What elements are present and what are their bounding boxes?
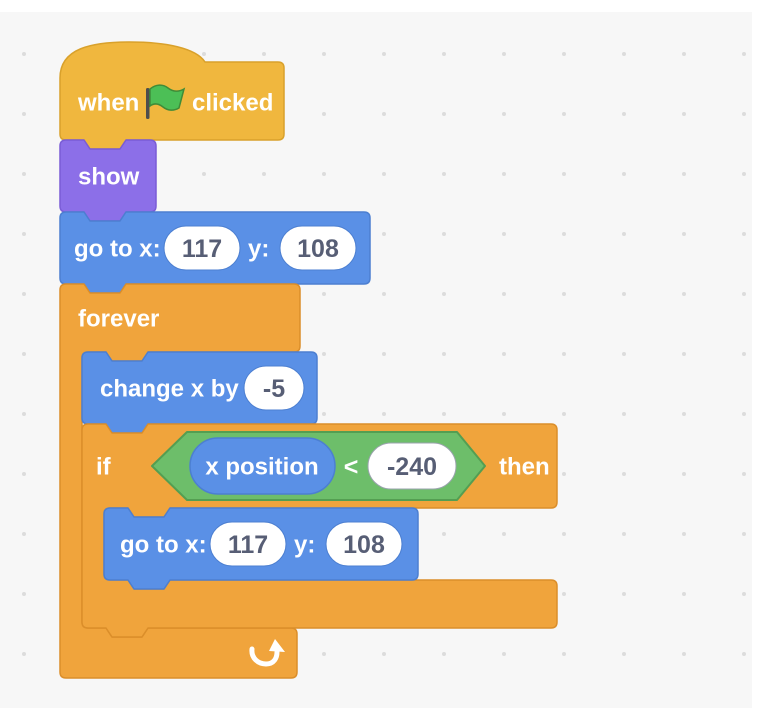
x-value-text: 117 — [228, 531, 268, 559]
go-to-xy-block-1[interactable]: go to x: 117 y: 108 — [59, 211, 371, 294]
green-flag-icon — [146, 84, 186, 119]
change-x-by-block[interactable]: change x by -5 — [81, 351, 318, 434]
go-to-x-label: go to x: — [120, 532, 207, 559]
x-value-text: 117 — [182, 235, 222, 263]
show-block[interactable]: show — [59, 139, 157, 222]
then-label: then — [499, 454, 550, 481]
when-flag-clicked-block[interactable]: when clicked — [59, 41, 285, 150]
less-than-symbol: < — [344, 453, 359, 481]
loop-arrow-icon — [249, 639, 285, 667]
top-gutter — [0, 0, 770, 12]
clicked-label: clicked — [192, 90, 273, 117]
y-value-text: 108 — [343, 531, 385, 559]
when-label: when — [77, 90, 139, 117]
if-then-block[interactable]: if x position < -240 then — [81, 423, 558, 638]
y-value-input[interactable] — [279, 225, 357, 271]
if-label: if — [96, 454, 112, 481]
comparison-value-text: -240 — [387, 453, 437, 481]
x-value-input[interactable] — [209, 521, 287, 567]
change-x-value-input[interactable] — [243, 365, 305, 411]
y-label: y: — [294, 532, 315, 559]
go-to-xy-block-2[interactable]: go to x: 117 y: 108 — [103, 507, 419, 590]
y-label: y: — [248, 236, 269, 263]
change-x-by-label: change x by — [100, 376, 239, 403]
x-position-reporter[interactable] — [189, 437, 336, 495]
right-gutter — [752, 0, 770, 708]
go-to-x-label: go to x: — [74, 236, 161, 263]
comparison-value-input[interactable] — [367, 442, 457, 490]
less-than-operator-block[interactable]: x position < -240 — [151, 431, 486, 501]
forever-label: forever — [78, 306, 159, 333]
y-value-text: 108 — [297, 235, 339, 263]
show-label: show — [78, 164, 140, 191]
change-x-value-text: -5 — [263, 375, 285, 403]
y-value-input[interactable] — [325, 521, 403, 567]
x-position-label: x position — [205, 454, 318, 481]
x-value-input[interactable] — [163, 225, 241, 271]
